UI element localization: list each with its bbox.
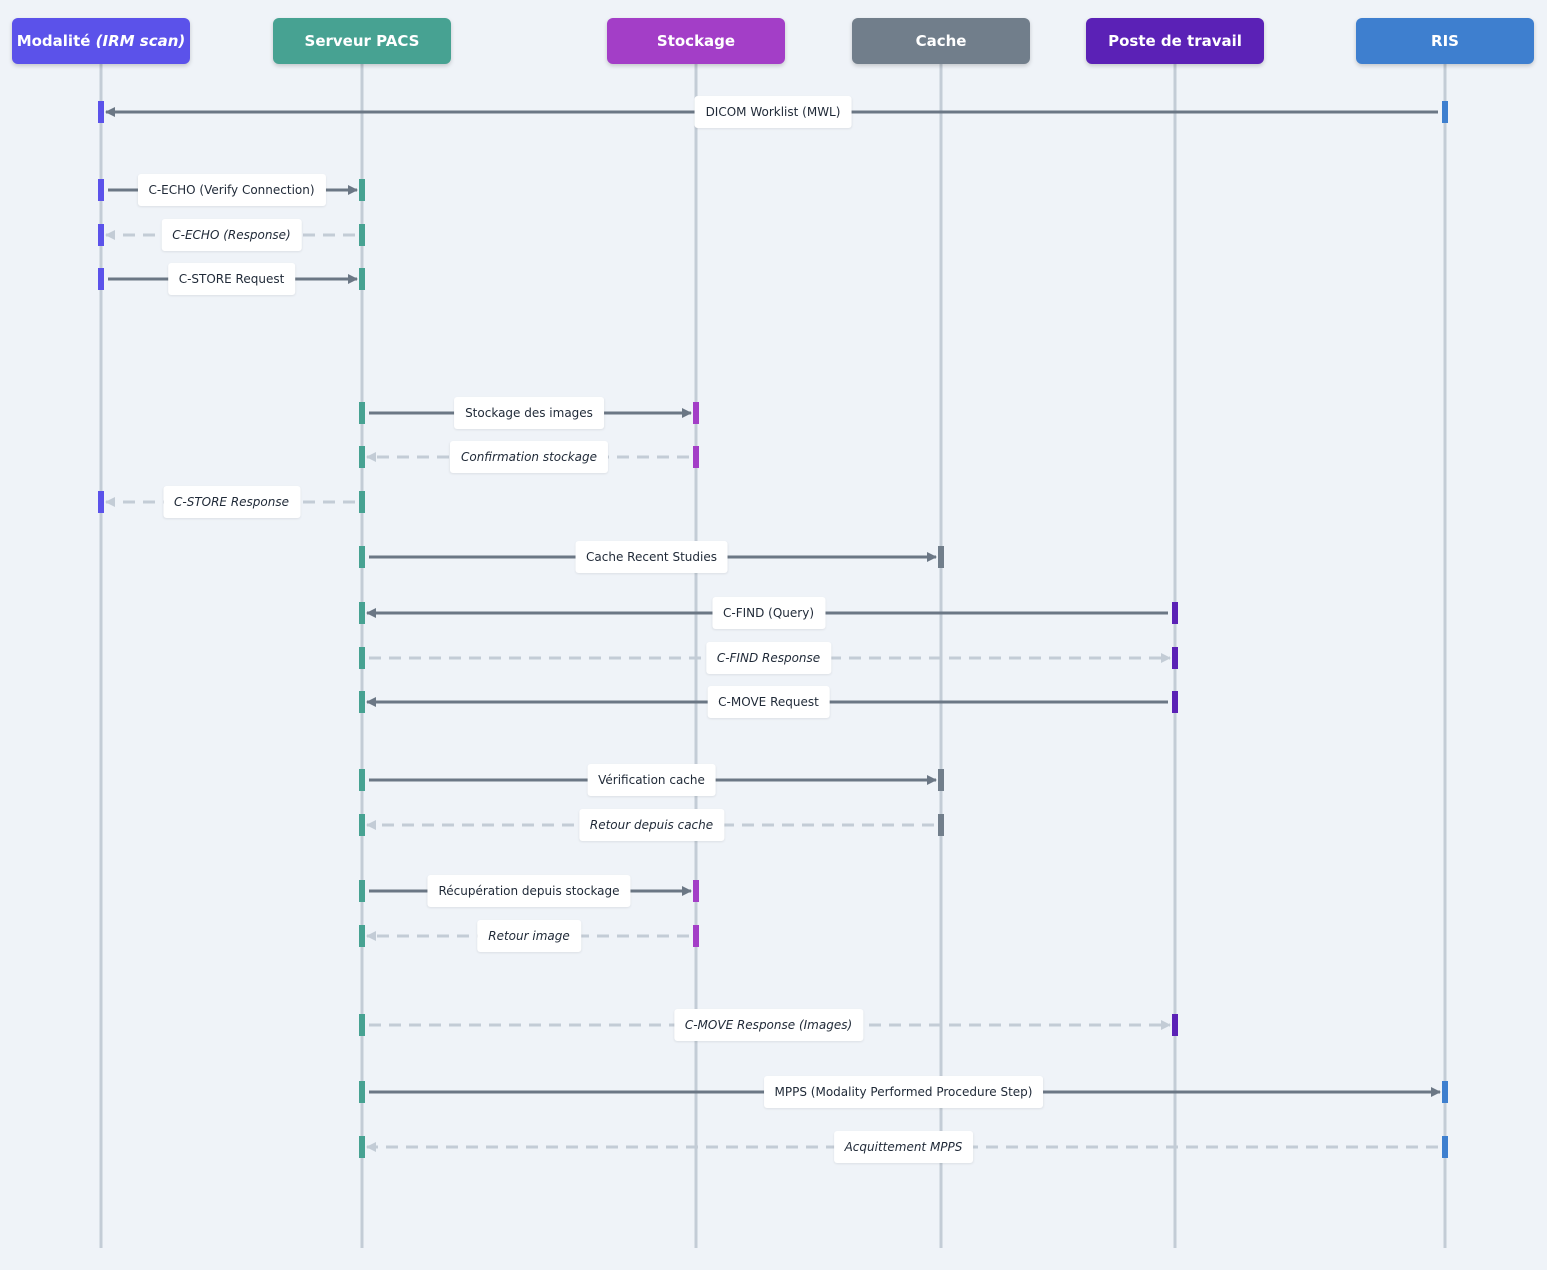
message-label: DICOM Worklist (MWL) <box>694 96 852 128</box>
activation-pacs <box>359 546 365 568</box>
activation-poste <box>1172 647 1178 669</box>
actor-name: Poste de travail <box>1108 32 1242 50</box>
activation-pacs <box>359 224 365 246</box>
message-label: C-MOVE Request <box>707 686 830 718</box>
message-label: Stockage des images <box>454 397 604 429</box>
activation-stockage <box>693 446 699 468</box>
message-label: Retour depuis cache <box>578 809 725 841</box>
activation-poste <box>1172 1014 1178 1036</box>
activation-poste <box>1172 602 1178 624</box>
activation-ris <box>1442 1136 1448 1158</box>
activation-pacs <box>359 1081 365 1103</box>
message-label: Retour image <box>477 920 581 952</box>
activation-pacs <box>359 179 365 201</box>
activation-poste <box>1172 691 1178 713</box>
actor-name: RIS <box>1431 32 1459 50</box>
message-label: C-ECHO (Response) <box>161 219 302 251</box>
message-label: MPPS (Modality Performed Procedure Step) <box>763 1076 1044 1108</box>
activation-modalite <box>98 491 104 513</box>
actor-name-emphasis: (IRM scan) <box>95 32 186 50</box>
activation-ris <box>1442 101 1448 123</box>
activation-pacs <box>359 402 365 424</box>
activation-pacs <box>359 691 365 713</box>
activation-pacs <box>359 446 365 468</box>
message-label: C-MOVE Response (Images) <box>673 1009 864 1041</box>
activation-pacs <box>359 1014 365 1036</box>
activation-pacs <box>359 602 365 624</box>
message-label: Cache Recent Studies <box>575 541 728 573</box>
actor-name: Serveur PACS <box>304 32 420 50</box>
activation-modalite <box>98 179 104 201</box>
activation-stockage <box>693 925 699 947</box>
activation-modalite <box>98 268 104 290</box>
actor-cache: Cache <box>852 18 1030 64</box>
message-label: C-FIND (Query) <box>711 597 826 629</box>
activation-cache <box>938 546 944 568</box>
message-label: C-STORE Request <box>167 263 296 295</box>
activation-modalite <box>98 224 104 246</box>
actor-name: Modalité <box>16 32 96 50</box>
actor-stockage: Stockage <box>607 18 785 64</box>
activation-ris <box>1442 1081 1448 1103</box>
actor-ris: RIS <box>1356 18 1534 64</box>
message-label: C-ECHO (Verify Connection) <box>137 174 326 206</box>
activation-pacs <box>359 814 365 836</box>
activation-pacs <box>359 769 365 791</box>
activation-pacs <box>359 1136 365 1158</box>
actor-pacs: Serveur PACS <box>273 18 451 64</box>
actor-modalite: Modalité (IRM scan) <box>12 18 190 64</box>
activation-cache <box>938 814 944 836</box>
activation-cache <box>938 769 944 791</box>
actor-name: Cache <box>915 32 967 50</box>
activation-pacs <box>359 268 365 290</box>
activation-pacs <box>359 491 365 513</box>
activation-pacs <box>359 925 365 947</box>
activation-stockage <box>693 402 699 424</box>
actor-poste: Poste de travail <box>1086 18 1264 64</box>
actor-name: Stockage <box>656 32 736 50</box>
activation-modalite <box>98 101 104 123</box>
activation-pacs <box>359 880 365 902</box>
message-label: Vérification cache <box>587 764 716 796</box>
message-label: C-STORE Response <box>162 486 301 518</box>
message-label: Récupération depuis stockage <box>427 875 631 907</box>
activation-pacs <box>359 647 365 669</box>
message-label: Confirmation stockage <box>449 441 609 473</box>
message-label: Acquittement MPPS <box>833 1131 974 1163</box>
message-label: C-FIND Response <box>705 642 832 674</box>
activation-stockage <box>693 880 699 902</box>
